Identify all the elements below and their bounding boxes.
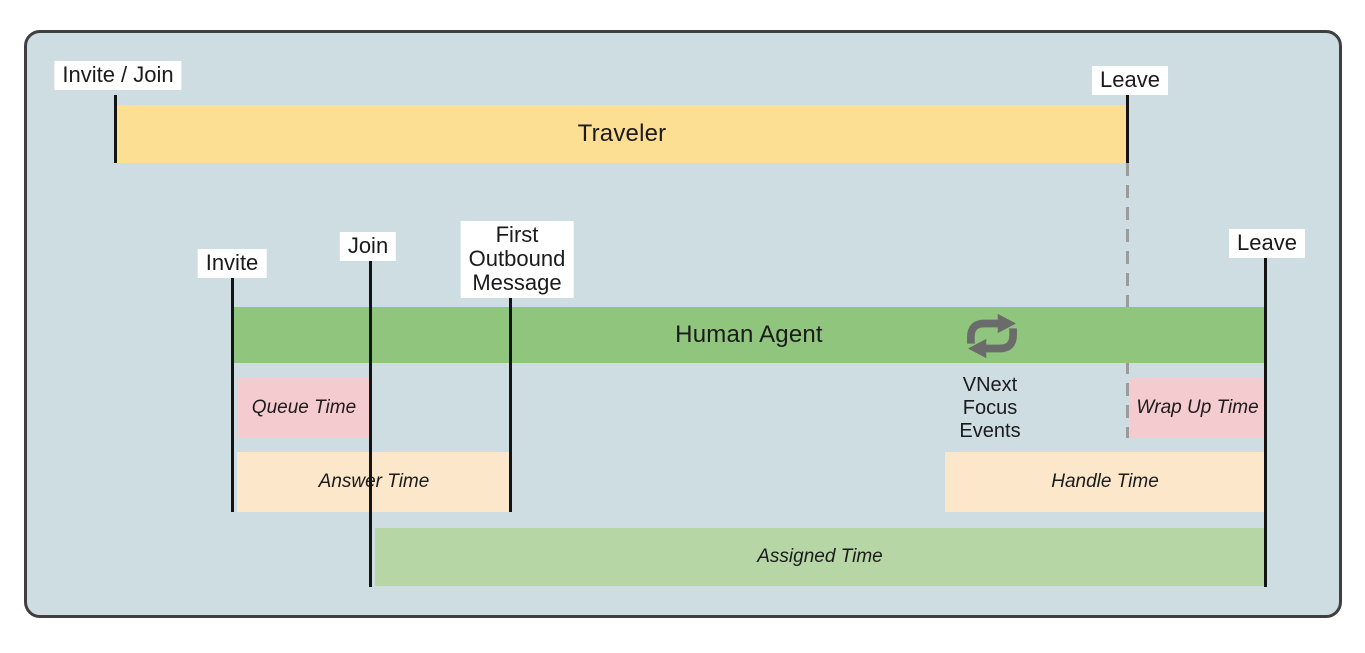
agent-leave-line	[1264, 258, 1267, 587]
traveler-invite-join-label: Invite / Join	[54, 61, 182, 90]
agent-first-outbound-message-line	[509, 293, 512, 512]
agent-first-outbound-message-label: First Outbound Message	[460, 221, 574, 298]
vnext-focus-events-note: VNext Focus Events	[959, 374, 1021, 442]
sync-arrows-icon	[967, 313, 1017, 359]
assigned-time-bar: Assigned Time	[375, 528, 1265, 586]
human-agent-bar: Human Agent	[233, 307, 1265, 363]
handle-time-label: Handle Time	[1051, 471, 1159, 492]
agent-join-line	[369, 258, 372, 587]
agent-invite-label: Invite	[197, 249, 267, 278]
human-agent-bar-label: Human Agent	[675, 321, 823, 348]
answer-time-bar: Answer Time	[237, 452, 511, 512]
queue-time-bar: Queue Time	[237, 378, 371, 438]
wrap-up-time-bar: Wrap Up Time	[1130, 378, 1265, 438]
agent-invite-line	[231, 278, 234, 512]
traveler-invite-join-line	[114, 95, 117, 163]
wrap-up-time-label: Wrap Up Time	[1136, 397, 1259, 418]
traveler-leave-dashed-connector	[1126, 163, 1129, 438]
agent-leave-label: Leave	[1229, 229, 1305, 258]
traveler-bar: Traveler	[117, 105, 1127, 163]
traveler-bar-label: Traveler	[577, 120, 667, 147]
traveler-leave-label: Leave	[1092, 66, 1168, 95]
assigned-time-label: Assigned Time	[757, 546, 883, 567]
queue-time-label: Queue Time	[251, 397, 357, 418]
agent-join-label: Join	[339, 232, 397, 261]
traveler-leave-line	[1126, 95, 1129, 163]
handle-time-bar: Handle Time	[945, 452, 1265, 512]
answer-time-label: Answer Time	[318, 471, 430, 492]
